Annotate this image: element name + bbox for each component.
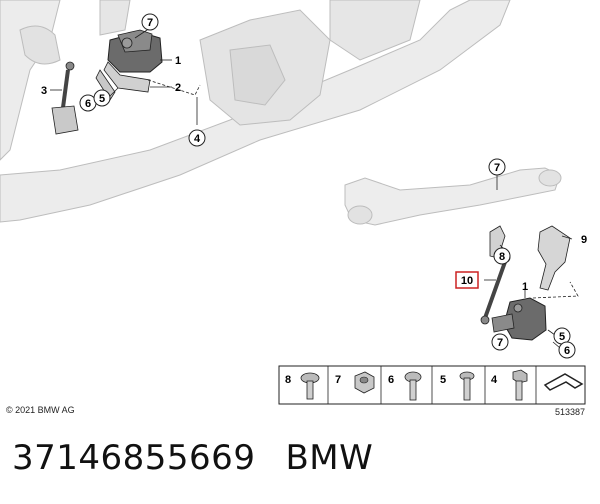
callout-7-right-upper: 7 [488, 158, 506, 176]
bolt-4-icon [512, 369, 528, 401]
subframe-background [0, 0, 511, 223]
svg-text:1: 1 [175, 55, 181, 67]
svg-text:6: 6 [564, 345, 570, 357]
legend-label-7: 7 [335, 374, 341, 386]
svg-text:1: 1 [522, 281, 528, 293]
bracket-part [103, 61, 151, 93]
fastener-legend: 8 7 6 5 4 [278, 365, 586, 405]
legend-label-5: 5 [440, 374, 446, 386]
diagram-id: 513387 [555, 407, 585, 417]
svg-text:7: 7 [147, 17, 153, 29]
svg-text:5: 5 [559, 331, 565, 343]
legend-label-6: 6 [388, 374, 394, 386]
svg-text:7: 7 [497, 337, 503, 349]
svg-text:3: 3 [41, 85, 47, 97]
svg-text:6: 6 [85, 98, 91, 110]
svg-text:5: 5 [99, 93, 105, 105]
sensor-assembly-right [480, 225, 579, 341]
callout-5-top: 5 [93, 89, 111, 107]
control-arm-assembly [344, 167, 562, 226]
legend-label-8: 8 [285, 374, 291, 386]
callout-3-top: 3 [41, 85, 47, 97]
screw-8-icon [300, 372, 320, 400]
part-number-line: 37146855669 BMW [12, 438, 373, 478]
svg-text:4: 4 [194, 133, 201, 145]
screw-5-icon [459, 371, 475, 401]
callout-4-top: 4 [188, 129, 206, 147]
callout-1-top: 1 [175, 55, 181, 67]
callout-9-right: 9 [581, 234, 587, 246]
brand-name: BMW [285, 438, 374, 478]
callout-8-right: 8 [493, 247, 511, 265]
svg-text:10: 10 [461, 275, 473, 287]
parts-diagram: 7 1 3 2 6 5 4 7 9 [0, 0, 587, 417]
callout-2-top: 2 [175, 82, 181, 94]
hex-nut-7-icon [354, 371, 375, 394]
screw-6-icon [404, 371, 422, 401]
callout-7-right-lower: 7 [491, 333, 509, 351]
svg-text:7: 7 [494, 162, 500, 174]
part-number: 37146855669 [12, 438, 256, 478]
svg-text:8: 8 [499, 251, 505, 263]
callout-1-right: 1 [522, 281, 528, 293]
callout-6-right: 6 [558, 341, 576, 359]
callout-10-right-highlighted: 10 [455, 271, 479, 289]
legend-label-4: 4 [491, 374, 498, 386]
sensor-assembly-top [51, 29, 201, 135]
callout-5-right: 5 [553, 327, 571, 345]
callouts-top: 7 1 3 2 6 5 4 [41, 13, 206, 147]
callout-7-top: 7 [141, 13, 159, 31]
control-arm [344, 167, 561, 226]
direction-arrow-icon [543, 373, 584, 391]
svg-text:2: 2 [175, 82, 181, 94]
svg-text:9: 9 [581, 234, 587, 246]
copyright-text: © 2021 BMW AG [6, 405, 75, 415]
callouts-right: 7 9 8 10 1 5 6 7 [455, 158, 587, 359]
bracket-9 [537, 225, 571, 291]
